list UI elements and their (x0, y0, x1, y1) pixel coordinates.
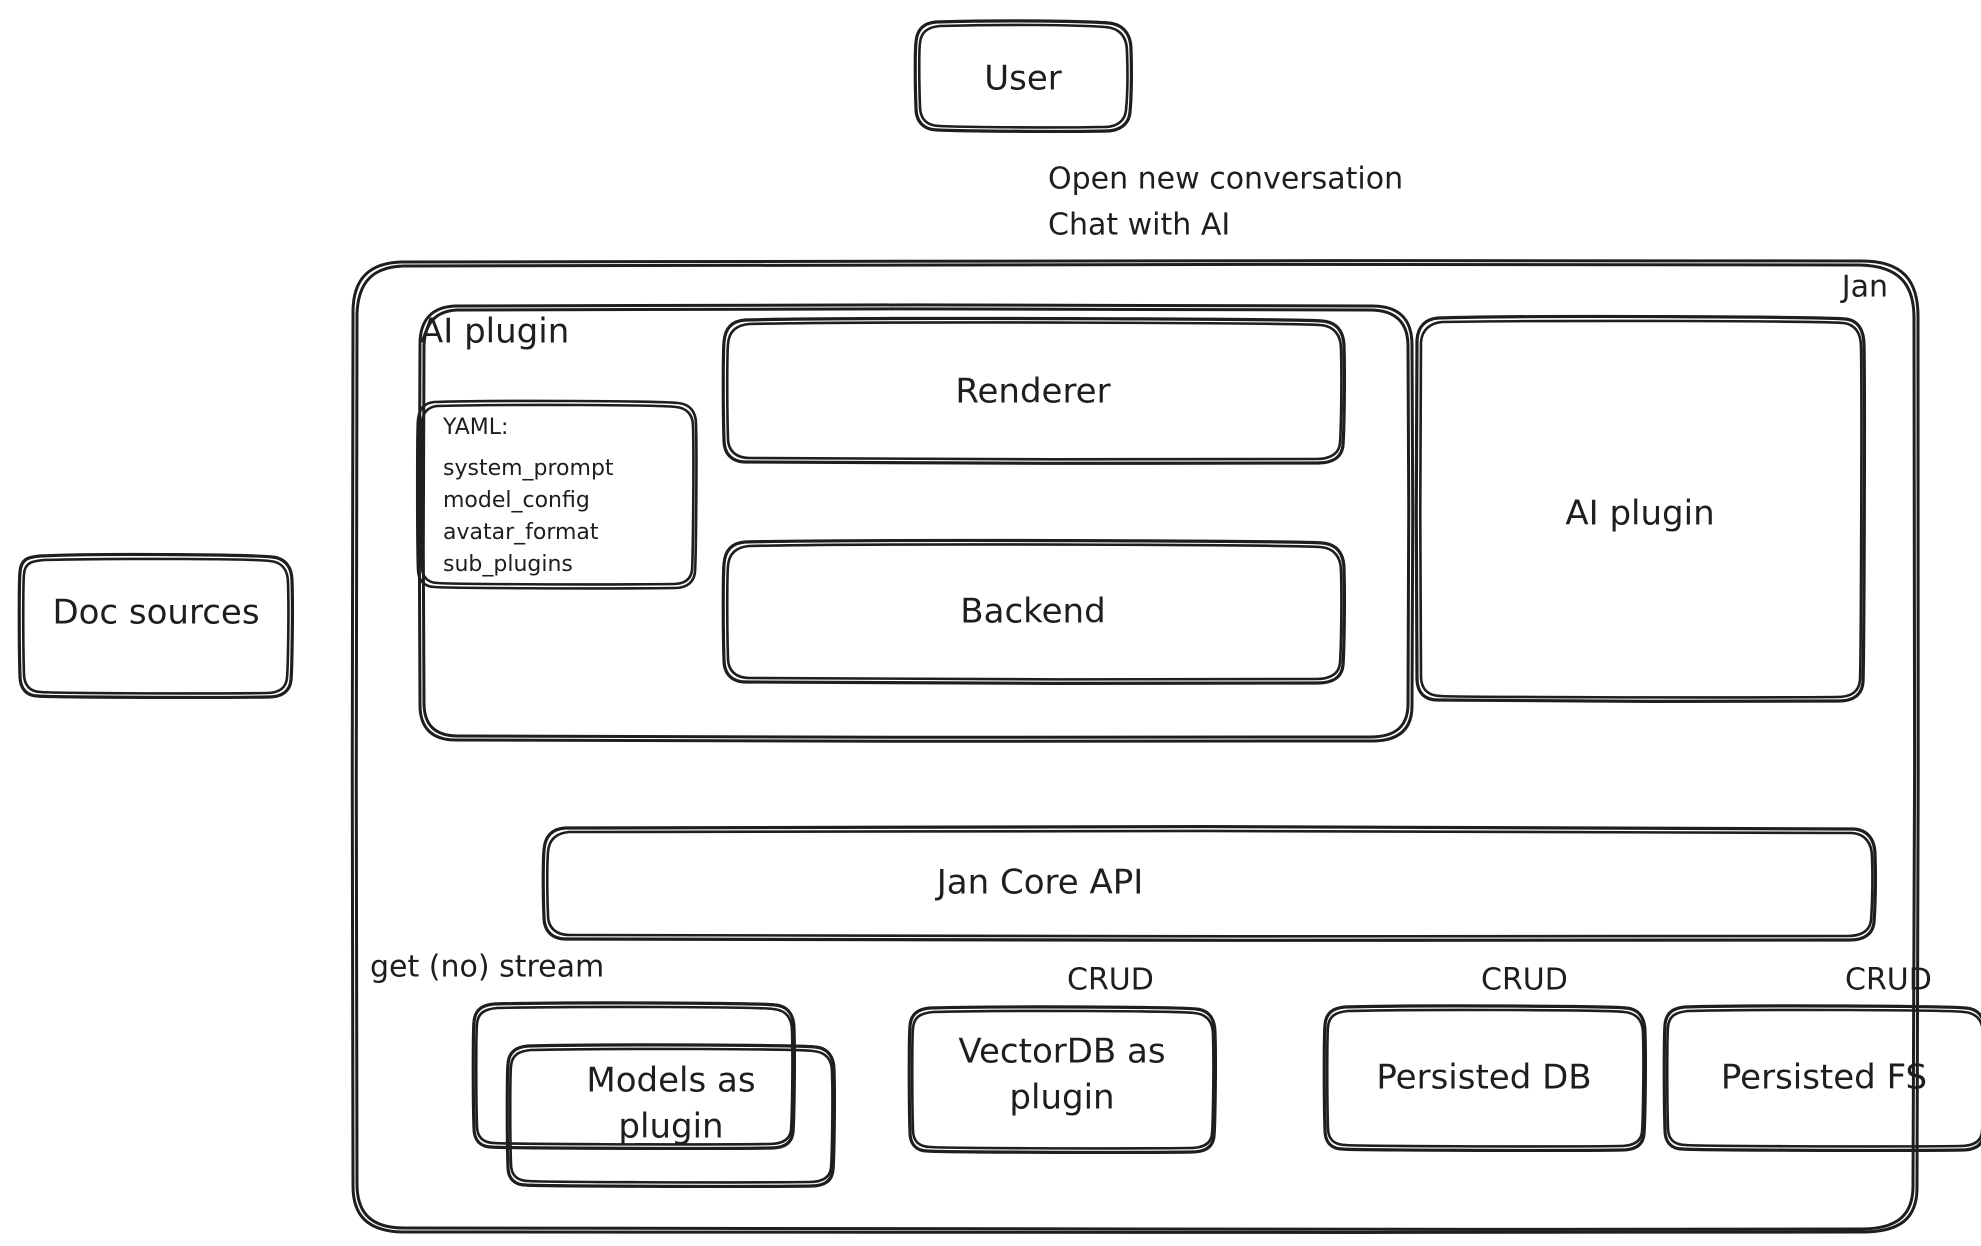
node-persisted-fs[interactable]: Persisted FS (1662, 1004, 1981, 1153)
node-user-label: User (984, 59, 1062, 99)
yaml-line-1: system_prompt (443, 456, 614, 481)
node-jan-core-api-label: Jan Core API (935, 863, 1144, 903)
edge-core-api-to-persisted-fs-label: CRUD (1845, 963, 1932, 998)
node-models-plugin[interactable]: Models as plugin (471, 1001, 837, 1189)
node-ai-plugin-box[interactable]: AI plugin (1414, 314, 1867, 704)
node-vectordb-plugin[interactable]: VectorDB as plugin (907, 1005, 1218, 1155)
yaml-line-3: avatar_format (443, 520, 599, 545)
node-doc-sources[interactable]: Doc sources (17, 552, 295, 700)
edge-core-api-to-models: get (no) stream (370, 950, 604, 985)
edge-user-to-renderer-label-1: Open new conversation (1048, 162, 1403, 197)
node-persisted-db-label: Persisted DB (1376, 1058, 1591, 1098)
ai-plugin-group-label: AI plugin (420, 312, 569, 352)
edge-user-to-renderer-label-2: Chat with AI (1048, 208, 1230, 243)
yaml-line-4: sub_plugins (443, 552, 573, 577)
edge-core-api-to-persisted-fs: CRUD (1845, 963, 1932, 998)
node-renderer[interactable]: Renderer (721, 316, 1347, 466)
edge-core-api-to-persisted-db-label: CRUD (1481, 963, 1568, 998)
edge-core-api-to-models-label: get (no) stream (370, 950, 604, 985)
node-doc-sources-label: Doc sources (52, 593, 259, 633)
edge-core-api-to-vectordb: CRUD (1067, 963, 1154, 998)
node-models-plugin-label-1: Models as (586, 1061, 755, 1101)
node-ai-plugin-box-label: AI plugin (1565, 494, 1714, 534)
node-backend[interactable]: Backend (721, 538, 1347, 686)
ai-plugin-group[interactable]: AI plugin (417, 303, 1415, 743)
jan-container-label: Jan (1840, 270, 1888, 305)
node-vectordb-plugin-label-1: VectorDB as (958, 1032, 1165, 1072)
edge-backend-to-doc-sources (300, 605, 723, 678)
node-user[interactable]: User (913, 19, 1134, 134)
edge-renderer-to-backend (1028, 465, 1057, 530)
edge-core-api-to-persisted-db: CRUD (1481, 963, 1568, 998)
node-models-plugin-label-2: plugin (618, 1107, 723, 1147)
yaml-line-2: model_config (443, 488, 590, 513)
node-jan-core-api[interactable]: Jan Core API (541, 824, 1878, 943)
node-persisted-db[interactable]: Persisted DB (1322, 1004, 1648, 1153)
jan-container[interactable]: Jan (350, 259, 1920, 1234)
edge-backend-to-core-api (1029, 686, 1058, 830)
yaml-line-0: YAML: (442, 415, 508, 440)
node-backend-label: Backend (960, 592, 1105, 632)
node-renderer-label: Renderer (955, 372, 1110, 412)
node-persisted-fs-label: Persisted FS (1721, 1058, 1927, 1098)
node-vectordb-plugin-label-2: plugin (1009, 1078, 1114, 1118)
edge-user-to-renderer: Open new conversation Chat with AI (1048, 162, 1403, 243)
yaml-config-card[interactable]: YAML: system_prompt model_config avatar_… (415, 399, 698, 590)
edge-ai-plugin-to-core-api (1639, 704, 1666, 830)
edge-core-api-to-vectordb-label: CRUD (1067, 963, 1154, 998)
